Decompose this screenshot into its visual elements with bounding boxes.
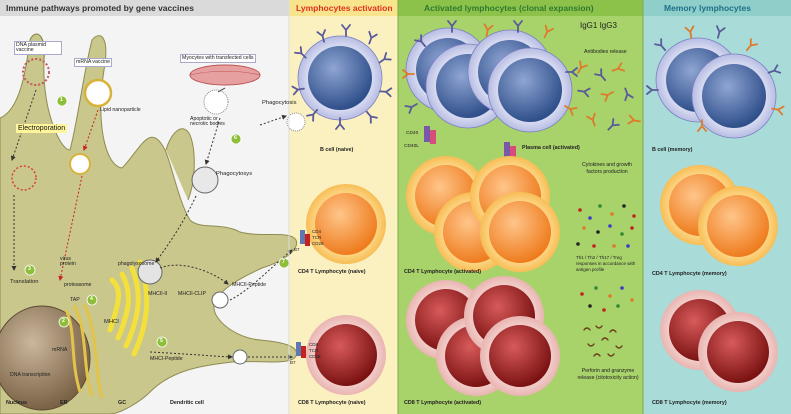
label-plasma-cell: Plasma cell (activated)	[522, 145, 580, 151]
label-cd4-memory: CD4 T Lymphocyte (memory)	[652, 271, 727, 277]
perforin-granules	[583, 325, 623, 357]
label-dna-transcription: DNA transcription	[10, 372, 51, 378]
phagosome	[191, 166, 219, 194]
label-cd8-activated: CD8 T Lymphocyte (activated)	[404, 400, 482, 406]
label-cd4-receptor: CD4	[312, 229, 322, 234]
step-1: 1	[60, 97, 63, 103]
label-phagocytosis-1: Phagocytosis	[262, 100, 297, 106]
label-cd28-receptor: CD28	[312, 241, 324, 246]
label-antibodies-release: Antibodies release	[584, 49, 627, 55]
nucleus	[0, 305, 91, 411]
label-apoptotic-bodies: Apoptotic or necrotic bodies	[190, 116, 225, 128]
cd4-naive-cell	[306, 184, 386, 264]
header-memory-lymphocytes: Memory lymphocytes	[664, 3, 751, 13]
label-b-cell-naive: B cell (naive)	[320, 147, 354, 153]
label-b-cell-memory: B cell (memory)	[652, 147, 693, 153]
label-mrna: mRNA	[52, 347, 68, 353]
label-mhcii-ii: MHCII-II	[148, 291, 168, 297]
label-cd28-receptor-2: CD28	[309, 354, 321, 359]
plasma-cell-4	[487, 47, 573, 133]
label-mrna-vaccine: mRNA vaccine	[74, 58, 113, 68]
label-mhci-peptide: MHCI-Peptide	[150, 356, 183, 362]
label-phagolysosome: phagolysosome	[118, 261, 155, 267]
label-translation: Translation	[10, 279, 39, 285]
label-cd8-naive: CD8 T Lymphocyte (naive)	[298, 400, 366, 406]
cd4-memory-2	[698, 186, 778, 266]
label-cytokines: Cytokines and growth factors production	[582, 162, 632, 175]
label-igg: IgG1 IgG3	[580, 21, 617, 30]
label-lipid-nanoparticle: Lipid nanoparticle	[100, 107, 141, 113]
label-cd8-memory: CD8 T Lymphocyte (memory)	[652, 400, 727, 406]
step-markers	[24, 95, 290, 348]
label-mhcii-clip: MHCII-CLIP	[178, 291, 206, 297]
label-tap: TAP	[70, 297, 80, 303]
b-cell-memory-2	[691, 53, 777, 139]
label-dendritic-cell: Dendritic cell	[170, 400, 204, 406]
label-cd40l: CD40L	[404, 144, 419, 149]
label-b7-2: B7	[290, 360, 296, 365]
cd8-memory-2	[698, 312, 778, 392]
label-cd4-activated: CD4 T Lymphocyte (activated)	[404, 269, 482, 275]
b-cell-naive	[297, 35, 383, 121]
step-5: 5	[160, 338, 163, 344]
label-tcr-receptor: TCR	[312, 235, 322, 240]
label-mhci: MHCI	[104, 319, 119, 325]
label-cd8-receptor: CD8	[309, 342, 319, 347]
label-electroporation: Electroporation	[16, 124, 68, 133]
label-proteasome: proteasome	[64, 282, 92, 288]
label-perforin: Perforin and granzyme release (citotoxic…	[577, 368, 639, 381]
header-lymphocytes-activation: Lymphocytes activation	[296, 3, 393, 13]
step-2: 2	[62, 318, 65, 324]
header-clonal-expansion: Activated lymphocytes (clonal expansion)	[424, 3, 594, 13]
golgi	[107, 259, 150, 357]
label-b7: B7	[294, 247, 300, 252]
label-myocytes: Myocytes with transfected cells	[180, 54, 256, 64]
label-cd40: CD40	[406, 131, 419, 136]
label-th-responses: Th1 / Th2 / Th17 / Treg responses in acc…	[576, 255, 636, 272]
myocytes-icon	[189, 64, 261, 86]
lipid-nanoparticle-icon	[83, 78, 113, 108]
label-phagocytosis-2: Phagocytosys	[216, 171, 253, 177]
step-7: 7	[282, 259, 285, 265]
step-6: 6	[234, 135, 237, 141]
cd4-activated-4	[480, 192, 560, 272]
label-tcr-receptor-2: TCR	[309, 348, 319, 353]
step-4: 4	[90, 296, 93, 302]
label-er: ER	[60, 400, 68, 406]
label-gc: GC	[118, 400, 127, 406]
label-virus-protein: virus protein	[60, 256, 76, 268]
cd8-activated-4	[480, 316, 560, 396]
label-nucleus: Nucleus	[6, 400, 27, 406]
header-immune-pathways: Immune pathways promoted by gene vaccine…	[6, 3, 195, 13]
label-mhcii-peptide: MHCII-Peptide	[232, 282, 267, 288]
step-3: 3	[28, 266, 31, 272]
label-dna-plasmid-vaccine: DNA plasmid vaccine	[14, 41, 62, 56]
label-cd4-naive: CD4 T Lymphocyte (naive)	[298, 269, 366, 275]
phagolysosome-vesicle	[137, 259, 163, 285]
cytokine-dots	[576, 204, 636, 312]
